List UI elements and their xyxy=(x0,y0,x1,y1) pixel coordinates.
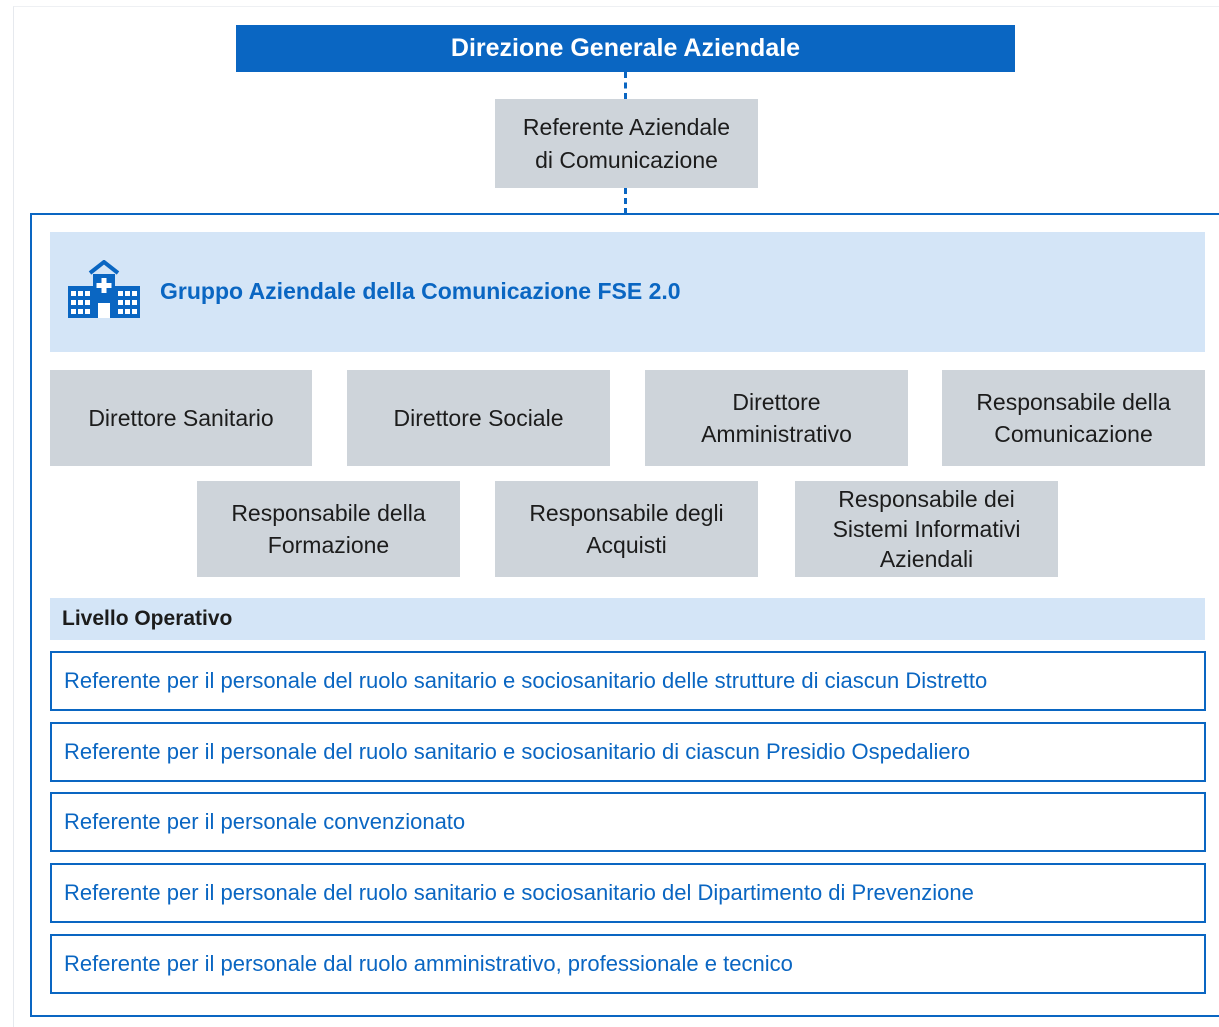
role-line: Acquisti xyxy=(586,532,667,558)
connector-top xyxy=(624,72,627,99)
role-line: Comunicazione xyxy=(994,421,1153,447)
hospital-icon xyxy=(68,260,140,318)
livello-operativo-title: Livello Operativo xyxy=(62,607,233,630)
gruppo-frame xyxy=(30,213,1219,1017)
role-line: Direttore Sanitario xyxy=(88,405,274,431)
diagram-frame xyxy=(13,6,1219,1027)
role-direttore-sanitario: Direttore Sanitario xyxy=(50,370,312,466)
role-line: Responsabile dei xyxy=(838,486,1015,512)
direzione-generale-box: Direzione Generale Aziendale xyxy=(236,25,1015,72)
role-responsabile-sistemi-informativi: Responsabile dei Sistemi Informativi Azi… xyxy=(795,481,1058,577)
role-responsabile-acquisti: Responsabile degli Acquisti xyxy=(495,481,758,577)
role-line: Responsabile degli xyxy=(529,500,724,526)
referente-operativo-label: Referente per il personale del ruolo san… xyxy=(64,739,971,764)
role-direttore-amministrativo: Direttore Amministrativo xyxy=(645,370,908,466)
referente-operativo-item: Referente per il personale convenzionato xyxy=(50,792,1206,852)
role-direttore-sociale: Direttore Sociale xyxy=(347,370,610,466)
gruppo-title: Gruppo Aziendale della Comunicazione FSE… xyxy=(160,278,681,304)
connector-bottom xyxy=(624,188,627,214)
referente-operativo-label: Referente per il personale del ruolo san… xyxy=(64,880,974,905)
role-responsabile-comunicazione: Responsabile della Comunicazione xyxy=(942,370,1205,466)
referente-operativo-item: Referente per il personale del ruolo san… xyxy=(50,722,1206,782)
referente-operativo-label: Referente per il personale dal ruolo amm… xyxy=(64,951,793,976)
direzione-generale-label: Direzione Generale Aziendale xyxy=(450,34,801,62)
role-line: Responsabile della xyxy=(976,389,1171,415)
role-line: Direttore Sociale xyxy=(393,405,564,431)
referente-line-1: Referente Aziendale xyxy=(522,113,731,140)
referente-operativo-item: Referente per il personale del ruolo san… xyxy=(50,863,1206,923)
role-line: Aziendali xyxy=(879,546,974,572)
gruppo-header xyxy=(50,232,1205,352)
referente-operativo-label: Referente per il personale convenzionato xyxy=(64,809,466,834)
referente-operativo-label: Referente per il personale del ruolo san… xyxy=(64,668,988,693)
role-line: Formazione xyxy=(267,532,390,558)
livello-operativo-header: Livello Operativo xyxy=(50,598,1205,640)
role-line: Sistemi Informativi xyxy=(832,516,1021,542)
role-line: Direttore xyxy=(732,389,821,415)
role-line: Responsabile della xyxy=(231,500,426,526)
referente-operativo-item: Referente per il personale dal ruolo amm… xyxy=(50,934,1206,994)
referente-line-2: di Comunicazione xyxy=(535,146,718,173)
referente-operativo-item: Referente per il personale del ruolo san… xyxy=(50,651,1206,711)
role-responsabile-formazione: Responsabile della Formazione xyxy=(197,481,460,577)
role-line: Amministrativo xyxy=(701,421,852,447)
referente-aziendale-box: Referente Aziendale di Comunicazione xyxy=(495,99,758,188)
